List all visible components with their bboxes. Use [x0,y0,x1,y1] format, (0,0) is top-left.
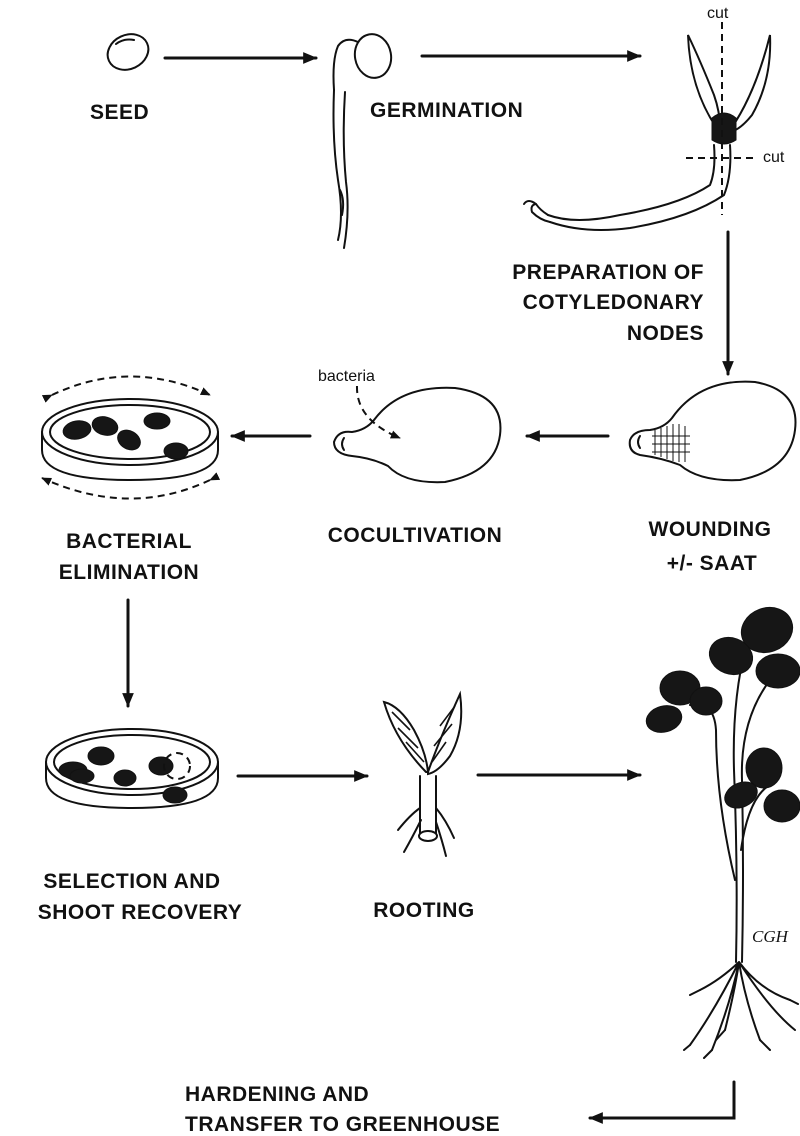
preparation-label-line2: COTYLEDONARY [523,291,704,314]
wounding-label-line2: +/- SAAT [667,552,758,575]
hardening-label-line1: HARDENING AND [185,1083,369,1106]
wounding-label-line1: WOUNDING [649,518,772,541]
mature-plant-illustration [643,600,800,1058]
rotation-arrow-bottom [42,478,210,499]
petri-dish-elimination-illustration [42,399,218,480]
selection-label-line2: SHOOT RECOVERY [38,901,243,924]
artist-initials: CGH [752,927,790,946]
preparation-label-line1: PREPARATION OF [512,261,704,284]
bacterial-elimination-label-line1: BACTERIAL [66,530,192,553]
preparation-label-line3: NODES [627,322,704,345]
seed-label: SEED [90,101,149,124]
cut-side-label: cut [763,149,785,166]
seed-illustration [102,28,154,77]
cocultivation-label: COCULTIVATION [328,524,502,547]
petri-dish-selection-illustration [46,729,218,808]
selection-label-line1: SELECTION AND [43,870,220,893]
bacterial-elimination-label-line2: ELIMINATION [59,561,199,584]
rooting-shoot-illustration [384,694,461,856]
arrow-plant-to-hardening [590,1082,734,1118]
rooting-label: ROOTING [373,899,475,922]
bacteria-label: bacteria [318,368,375,385]
germination-label: GERMINATION [370,99,523,122]
rotation-arrow-top [52,377,210,396]
germinating-seedling-illustration [334,31,395,248]
cut-seedling-illustration [524,35,770,230]
hardening-label-line2: TRANSFER TO GREENHOUSE [185,1113,500,1136]
cut-top-label: cut [707,5,729,22]
wounded-explant-illustration [630,382,796,481]
